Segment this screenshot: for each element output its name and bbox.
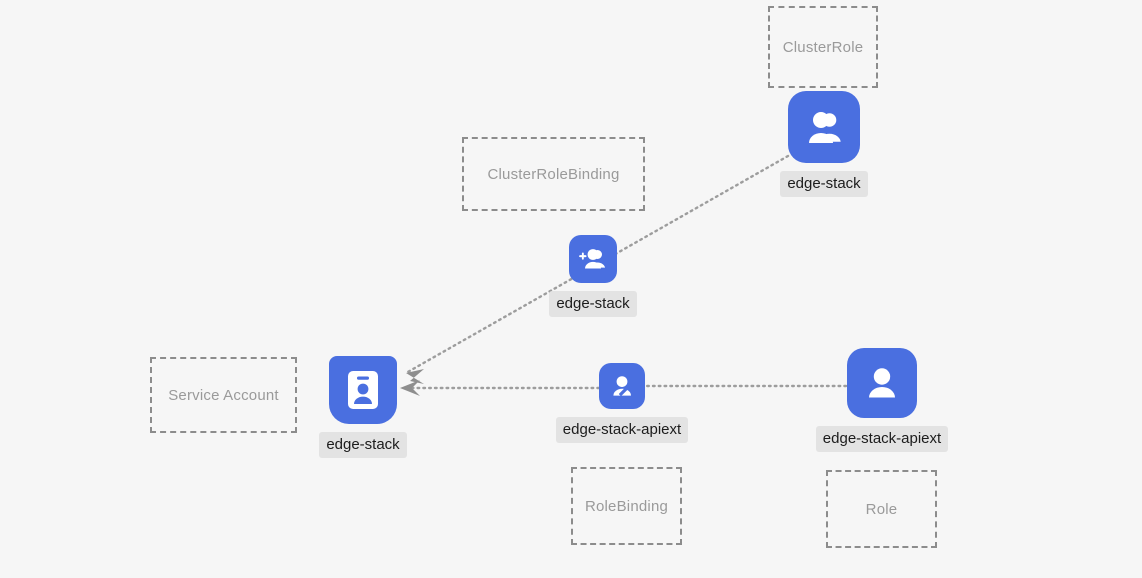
edge-rolebinding-to-serviceaccount — [400, 380, 601, 396]
node-label: edge-stack-apiext — [815, 426, 949, 452]
node-rolebinding[interactable]: edge-stack-apiext — [555, 363, 689, 443]
typebox-label: ClusterRoleBinding — [487, 165, 620, 183]
typebox-label: ClusterRole — [782, 38, 864, 56]
edit-user-icon[interactable] — [599, 363, 645, 409]
node-role[interactable]: edge-stack-apiext — [815, 348, 949, 452]
node-serviceaccount[interactable]: edge-stack — [319, 356, 407, 458]
arrowhead-icon — [400, 380, 420, 396]
id-badge-icon[interactable] — [329, 356, 397, 424]
arrowhead-icon — [406, 369, 424, 384]
typebox-role: Role — [826, 470, 937, 548]
typebox-clusterrole: ClusterRole — [768, 6, 878, 88]
node-label: edge-stack-apiext — [555, 417, 689, 443]
node-clusterrolebinding[interactable]: edge-stack — [549, 235, 637, 317]
typebox-rolebinding: RoleBinding — [571, 467, 682, 545]
add-user-icon[interactable] — [569, 235, 617, 283]
node-clusterrole[interactable]: edge-stack — [780, 91, 868, 197]
group-users-icon[interactable] — [788, 91, 860, 163]
typebox-clusterrolebinding: ClusterRoleBinding — [462, 137, 645, 211]
node-label: edge-stack — [319, 432, 407, 458]
typebox-label: Service Account — [168, 386, 279, 404]
typebox-serviceaccount: Service Account — [150, 357, 297, 433]
user-icon[interactable] — [847, 348, 917, 418]
typebox-label: RoleBinding — [584, 497, 669, 515]
node-label: edge-stack — [780, 171, 868, 197]
node-label: edge-stack — [549, 291, 637, 317]
typebox-label: Role — [865, 500, 898, 518]
